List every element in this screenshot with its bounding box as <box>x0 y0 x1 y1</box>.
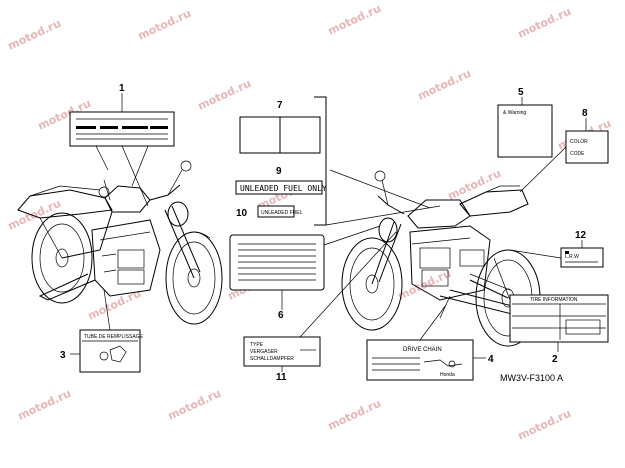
label-12-text: L.R.W <box>565 254 579 260</box>
label-5-text: & Warning <box>503 110 526 116</box>
watermark: motod.ru <box>196 77 253 113</box>
callout-12: 12 <box>575 230 587 241</box>
callout-11: 11 <box>276 372 287 383</box>
label-12: L.R.W <box>560 247 604 268</box>
label-11-line2: VERGASER <box>250 349 278 355</box>
label-8-code: CODE <box>570 151 585 157</box>
label-2: TIRE INFORMATION <box>509 294 609 343</box>
label-10-text: UNLEADED FUEL <box>261 210 303 216</box>
label-11-line3: SCHALLDAMPFER <box>250 356 294 362</box>
callout-5: 5 <box>518 87 524 98</box>
label-9: UNLEADED FUEL ONLY <box>235 180 327 195</box>
watermark: motod.ru <box>516 407 573 443</box>
group-bracket <box>314 96 327 226</box>
callout-8: 8 <box>582 108 588 119</box>
label-8: COLOR CODE <box>565 130 609 164</box>
figure-code: MW3V-F3100 A <box>500 373 563 383</box>
callout-1: 1 <box>119 83 125 94</box>
label-4-title: DRIVE CHAIN <box>403 347 442 353</box>
callout-10: 10 <box>236 208 248 219</box>
watermark: motod.ru <box>136 7 193 43</box>
watermark: motod.ru <box>326 2 383 38</box>
leader-lines <box>70 93 587 372</box>
callout-numbers: 1 2 3 4 5 6 7 8 9 10 11 12 <box>60 83 588 383</box>
label-8-color: COLOR <box>570 139 588 145</box>
label-1 <box>69 111 175 147</box>
watermark: motod.ru <box>326 397 383 433</box>
watermark: motod.ru <box>16 387 73 423</box>
watermark: motod.ru <box>166 387 223 423</box>
label-4: DRIVE CHAIN Honda <box>366 339 474 381</box>
callout-6: 6 <box>278 310 284 321</box>
label-10: UNLEADED FUEL <box>257 205 303 218</box>
watermark: motod.ru <box>416 67 473 103</box>
label-3-title: TUBE DE REMPLISSAGE <box>84 334 144 340</box>
callout-3: 3 <box>60 350 66 361</box>
watermark: motod.ru <box>516 5 573 41</box>
callout-4: 4 <box>488 354 494 365</box>
label-11-line1: TYPE <box>250 342 264 348</box>
label-3: TUBE DE REMPLISSAGE <box>79 329 144 373</box>
label-2-title: TIRE INFORMATION <box>530 297 578 303</box>
callout-2: 2 <box>552 354 558 365</box>
callout-7: 7 <box>277 100 283 111</box>
label-11: TYPE VERGASER SCHALLDAMPFER <box>243 336 321 367</box>
callout-9: 9 <box>276 166 282 177</box>
motorcycle-left <box>17 160 223 325</box>
watermark: motod.ru <box>6 17 63 53</box>
label-4-brand: Honda <box>440 372 455 378</box>
label-7 <box>239 116 321 154</box>
label-9-text: UNLEADED FUEL ONLY <box>240 184 327 193</box>
label-6 <box>229 234 325 291</box>
label-5: & Warning <box>497 104 553 158</box>
